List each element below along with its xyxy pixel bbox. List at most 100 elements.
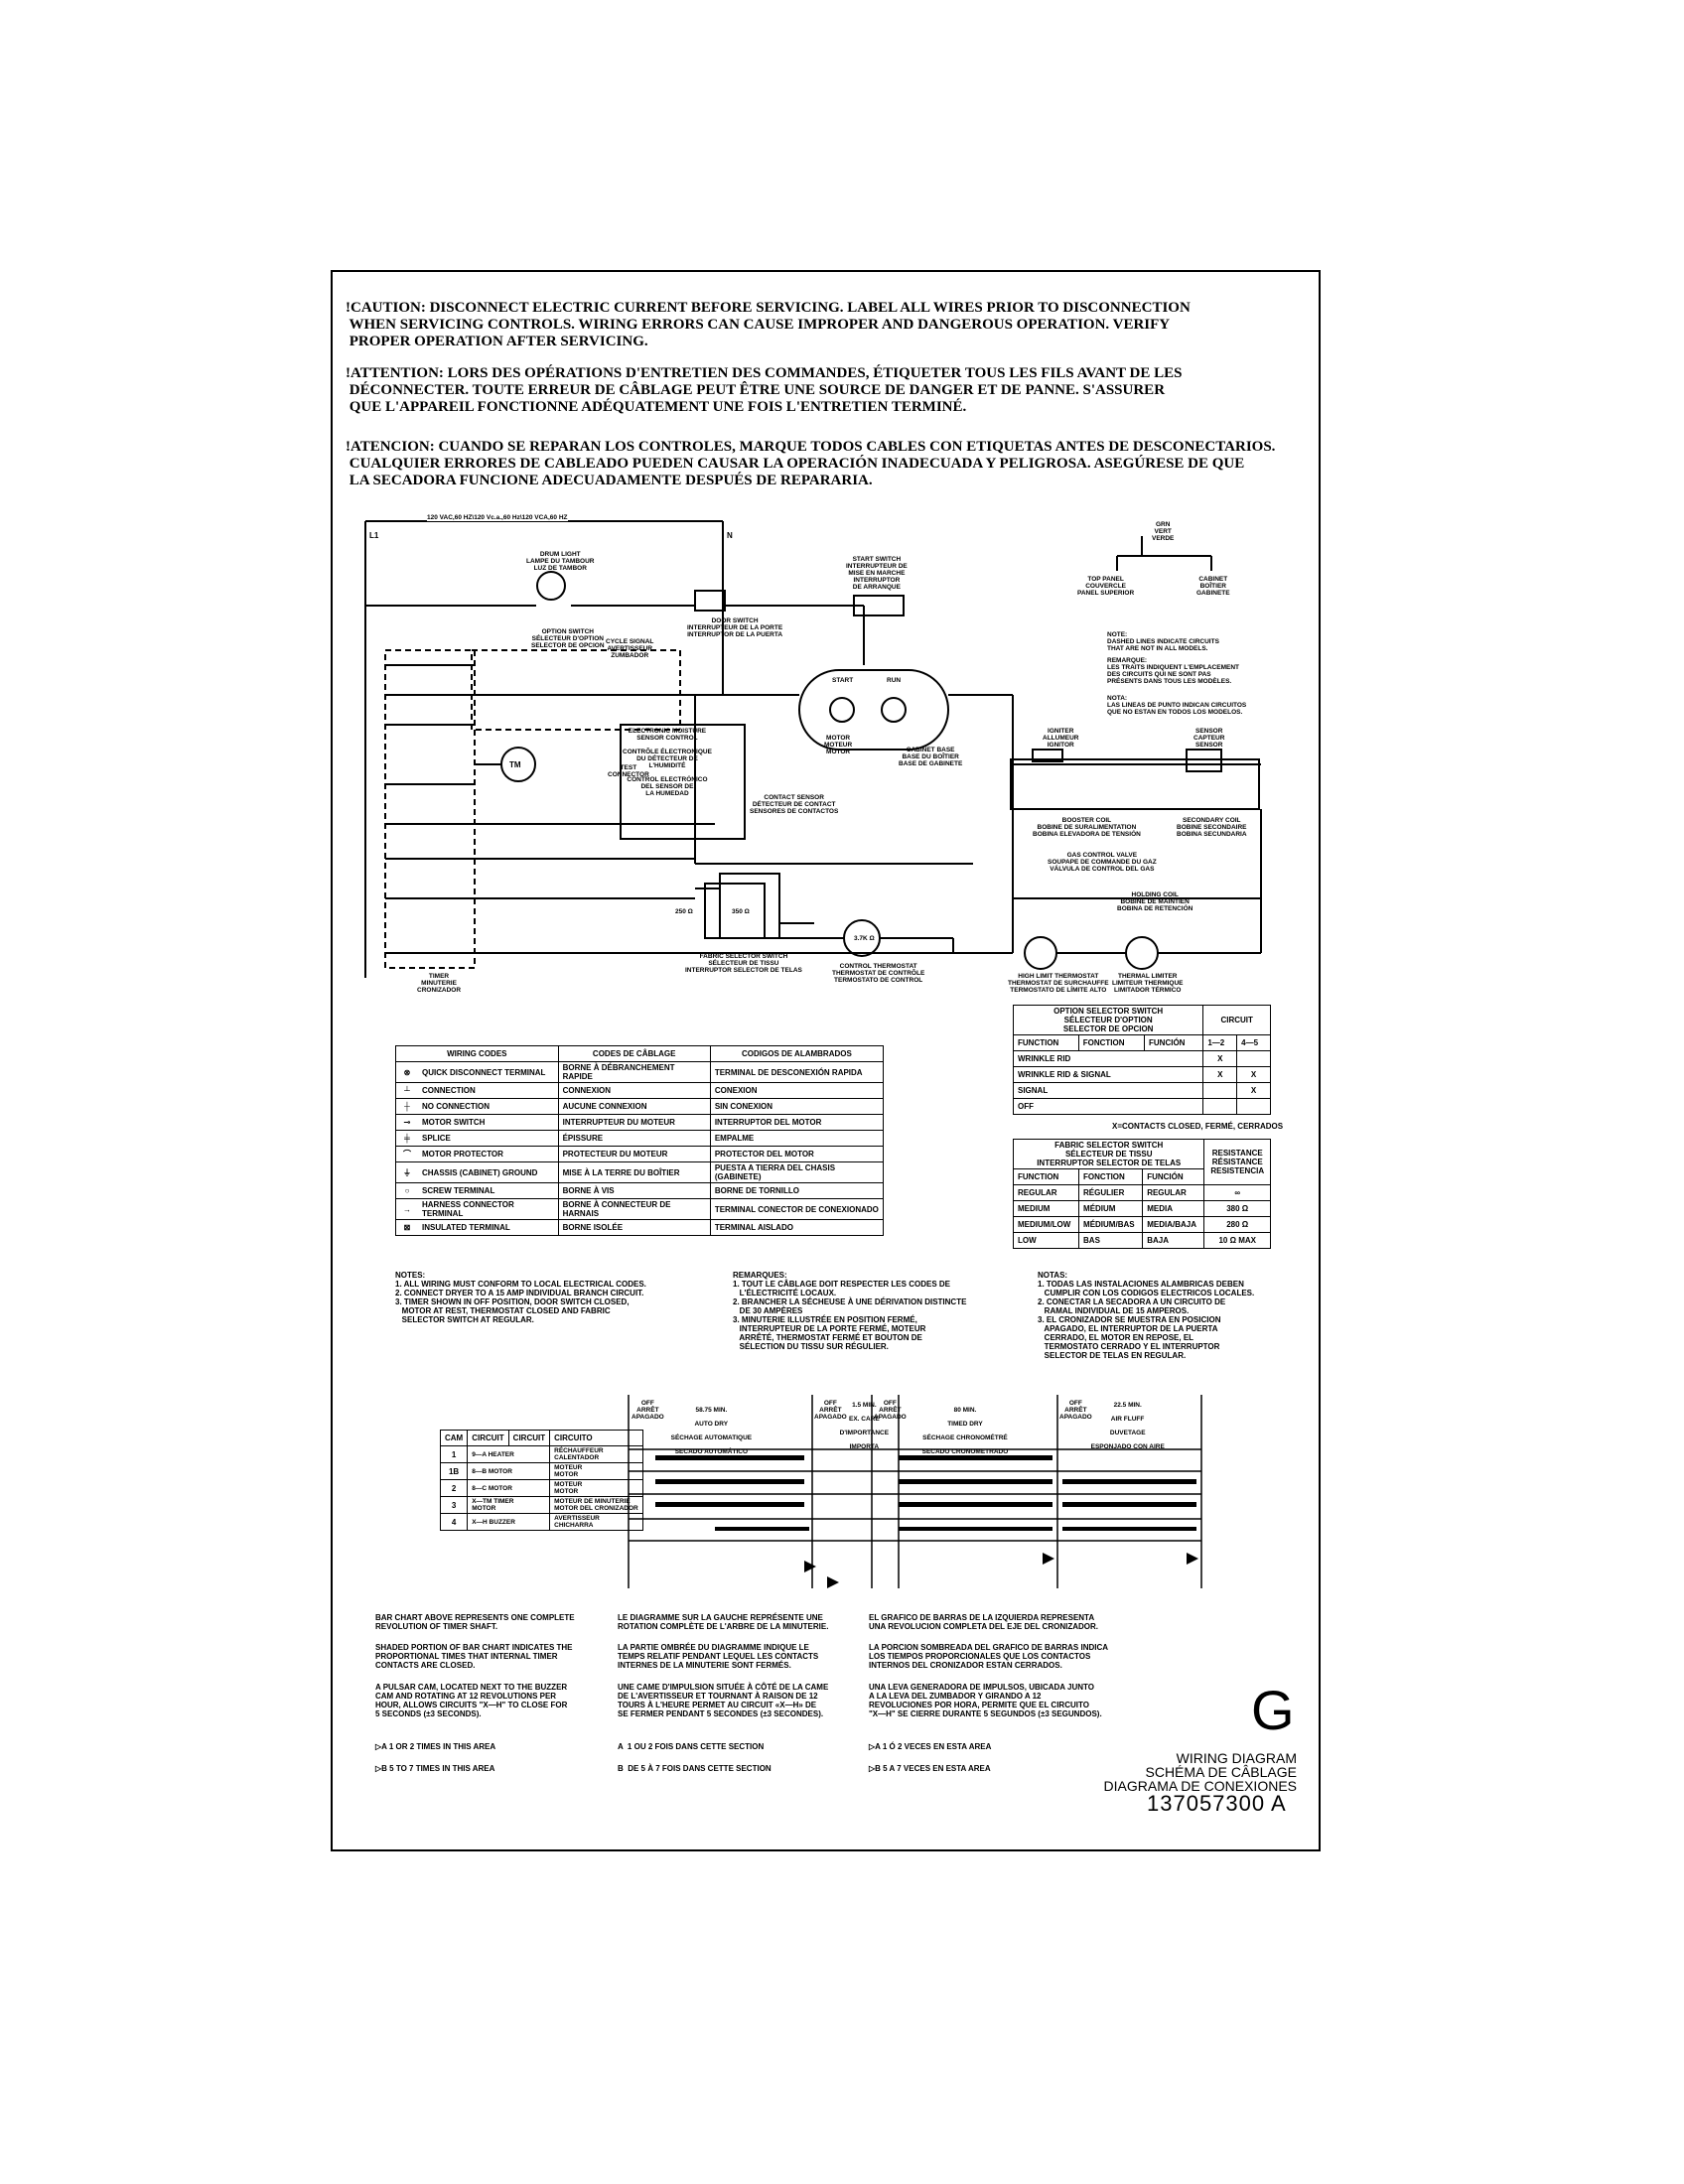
section-ex-care: 1.5 MIN. EX. CARE D'IMPORTANCE IMPORTA: [836, 1395, 889, 1450]
explain-fr-3: UNE CAME D'IMPULSION SITUÉE À CÔTÉ DE LA…: [618, 1683, 829, 1718]
resistor-350-label: 350 Ω: [732, 908, 750, 915]
fabric-selector-table: FABRIC SELECTOR SWITCH SÉLECTEUR DE TISS…: [1012, 1139, 1271, 1249]
explain-es-2: LA PORCION SOMBREADA DEL GRAFICO DE BARR…: [869, 1643, 1109, 1670]
marker-a-icon: ▷A: [375, 1742, 389, 1751]
title-block: WIRING DIAGRAM SCHÉMA DE CÂBLAGE DIAGRAM…: [1104, 1751, 1297, 1793]
fabric-resistance: 10 Ω MAX: [1203, 1232, 1271, 1249]
cabinet-base-label: CABINET BASE BASE DU BOÎTIER BASE DE GAB…: [899, 747, 963, 767]
ground-label: GRN VERT VERDE: [1152, 521, 1175, 542]
explain-es-5-text: 5 A 7 VECES EN ESTA AREA: [883, 1764, 991, 1773]
section-timed-dry-es: SECADO CRONOMETRADO: [921, 1448, 1009, 1455]
fabric-es: BAJA: [1142, 1232, 1205, 1249]
revision-letter: G: [1251, 1679, 1295, 1741]
option-selector-table: OPTION SELECTOR SWITCH SÉLECTEUR D'OPTIO…: [1012, 1005, 1271, 1115]
section-air-fluff-fr: DUVETAGE: [1109, 1430, 1146, 1436]
n-label: N: [727, 531, 733, 540]
explain-en-3: A PULSAR CAM, LOCATED NEXT TO THE BUZZER…: [375, 1683, 568, 1718]
title-fr: SCHÉMA DE CÂBLAGE: [1145, 1764, 1298, 1780]
marker-a-es-icon: ▷A: [869, 1742, 883, 1751]
fabric-switch-label: FABRIC SELECTOR SWITCH SÉLECTEUR DE TISS…: [685, 953, 802, 974]
wiring-codes-table: WIRING CODES CODES DE CÂBLAGE CODIGOS DE…: [395, 1045, 885, 1236]
section-auto-dry-duration: 58.75 MIN.: [695, 1407, 728, 1414]
explain-es-4: ▷A 1 Ó 2 VECES EN ESTA AREA: [869, 1742, 991, 1751]
section-air-fluff-es: ESPONJADO CON AIRE: [1090, 1443, 1165, 1450]
note-es: NOTA: LAS LINEAS DE PUNTO INDICAN CIRCUI…: [1107, 695, 1247, 716]
option-circuit-4-5: [1236, 1098, 1271, 1115]
section-auto-dry: 58.75 MIN. AUTO DRY SÉCHAGE AUTOMATIQUE …: [667, 1400, 753, 1455]
timer-cam: 4: [439, 1513, 469, 1531]
secondary-coil-label: SECONDARY COIL BOBINE SECONDAIRE BOBINA …: [1177, 817, 1247, 838]
l1-label: L1: [369, 531, 379, 540]
timer-label: TIMER MINUTERIE CRONIZADOR: [417, 973, 462, 994]
marker-b-es-icon: ▷B: [869, 1764, 884, 1773]
section-ex-care-es: IMPORTA: [849, 1443, 880, 1450]
drum-light-label: DRUM LIGHT LAMPE DU TAMBOUR LUZ DE TAMBO…: [526, 551, 595, 572]
run-winding-label: RUN: [887, 677, 902, 684]
section-ex-care-duration: 1.5 MIN.: [852, 1402, 877, 1409]
explain-es-5: ▷B 5 A 7 VECES EN ESTA AREA: [869, 1764, 991, 1773]
section-auto-dry-fr: SÉCHAGE AUTOMATIQUE: [670, 1434, 753, 1441]
off-label-1: OFF ARRÊT APAGADO: [632, 1400, 664, 1421]
diagram-sheet: [331, 270, 1321, 1851]
top-panel-label: TOP PANEL COUVERCLE PANEL SUPERIOR: [1077, 576, 1135, 597]
explain-fr-1: LE DIAGRAMME SUR LA GAUCHE REPRÉSENTE UN…: [618, 1613, 829, 1631]
electronic-sensor-label: ELECTRONIC MOISTURE SENSOR CONTROL CONTR…: [623, 728, 712, 797]
notes-en: NOTES: 1. ALL WIRING MUST CONFORM TO LOC…: [395, 1271, 646, 1324]
fabric-table-title: FABRIC SELECTOR SWITCH SÉLECTEUR DE TISS…: [1012, 1139, 1205, 1169]
resistor-3k-label: 3.7K Ω: [854, 935, 875, 942]
explain-en-2: SHADED PORTION OF BAR CHART INDICATES TH…: [375, 1643, 573, 1670]
explain-es-4-text: 1 Ó 2 VECES EN ESTA AREA: [882, 1742, 992, 1751]
igniter-label: IGNITER ALLUMEUR IGNITOR: [1043, 728, 1079, 749]
option-table-title: OPTION SELECTOR SWITCH SÉLECTEUR D'OPTIO…: [1012, 1005, 1204, 1035]
explain-fr-5: B DE 5 À 7 FOIS DANS CETTE SECTION: [618, 1764, 772, 1773]
explain-fr-2: LA PARTIE OMBRÉE DU DIAGRAMME INDIQUE LE…: [618, 1643, 819, 1670]
note-en: NOTE: DASHED LINES INDICATE CIRCUITS THA…: [1107, 631, 1219, 652]
title-es: DIAGRAMA DE CONEXIONES: [1103, 1778, 1297, 1794]
wiring-code-fr: BORNE ISOLÉE: [557, 1219, 711, 1236]
explain-en-5-text: 5 TO 7 TIMES IN THIS AREA: [389, 1764, 495, 1773]
option-switch-label: OPTION SWITCH SÉLECTEUR D'OPTION SELECTO…: [531, 628, 605, 649]
resistance-header: RESISTANCE RÉSISTANCE RESISTENCIA: [1203, 1139, 1271, 1185]
holding-coil-label: HOLDING COIL BOBINE DE MAINTIEN BOBINA D…: [1117, 891, 1193, 912]
off-label-3: OFF ARRÊT APAGADO: [874, 1400, 907, 1421]
booster-coil-label: BOOSTER COIL BOBINE DE SURALIMENTATION B…: [1033, 817, 1141, 838]
insulated-terminal-icon: ⊠: [395, 1219, 418, 1236]
start-winding-label: START: [832, 677, 854, 684]
atencion-warning: !ATENCION: CUANDO SE REPARAN LOS CONTROL…: [346, 439, 1276, 488]
section-timed-dry: 80 MIN. TIMED DRY SÉCHAGE CHRONOMÉTRÉ SE…: [918, 1400, 1009, 1455]
explain-es-3: UNA LEVA GENERADORA DE IMPULSOS, UBICADA…: [869, 1683, 1102, 1718]
option-row: OFF: [1012, 1098, 1271, 1115]
section-timed-dry-fr: SÉCHAGE CHRONOMÉTRÉ: [922, 1434, 1008, 1441]
sensor-label: SENSOR CAPTEUR SENSOR: [1193, 728, 1225, 749]
section-timed-dry-en: TIMED DRY: [947, 1421, 983, 1428]
section-auto-dry-es: SECADO AUTOMÁTICO: [674, 1448, 749, 1455]
control-thermostat-label: CONTROL THERMOSTAT THERMOSTAT DE CONTRÔL…: [832, 963, 925, 984]
option-legend: X=CONTACTS CLOSED, FERMÉ, CERRADOS: [1112, 1122, 1284, 1131]
tm-label: TM: [509, 760, 521, 769]
timer-circuit: X—H BUZZER: [467, 1513, 551, 1531]
notes-fr: REMARQUES: 1. TOUT LE CÂBLAGE DOIT RESPE…: [733, 1271, 967, 1351]
explain-en-1: BAR CHART ABOVE REPRESENTS ONE COMPLETE …: [375, 1613, 575, 1631]
door-switch-label: DOOR SWITCH INTERRUPTEUR DE LA PORTE INT…: [687, 617, 783, 638]
section-timed-dry-duration: 80 MIN.: [953, 1407, 977, 1414]
test-connector-label: TEST CONNECTOR: [608, 764, 649, 778]
notes-es: NOTAS: 1. TODAS LAS INSTALACIONES ALAMBR…: [1038, 1271, 1255, 1360]
supply-label: 120 VAC,60 HZ\120 Vc.a.,60 Hz\120 VCA,60…: [427, 514, 568, 521]
wiring-code-es: TERMINAL AISLADO: [709, 1219, 885, 1236]
section-air-fluff: 22.5 MIN. AIR FLUFF DUVETAGE ESPONJADO C…: [1087, 1395, 1165, 1450]
